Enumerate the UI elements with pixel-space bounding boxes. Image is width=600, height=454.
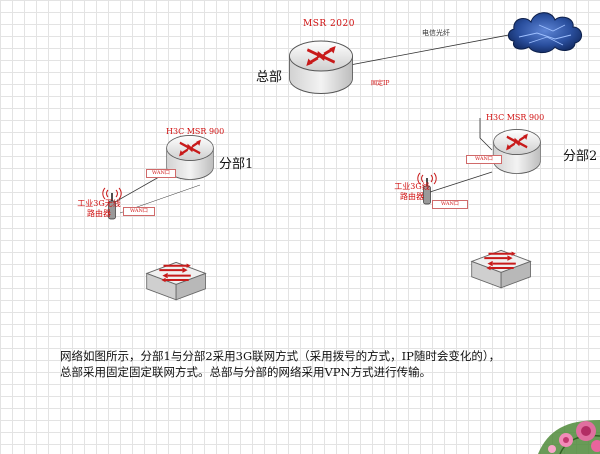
branch1-3g-router-label: 工业3G无线路由器 bbox=[77, 199, 121, 218]
fixed-ip-label: 固定IP bbox=[371, 80, 390, 87]
branch2-router-model: H3C MSR 900 bbox=[486, 113, 545, 122]
flower-icon bbox=[538, 420, 600, 454]
switch-icon bbox=[145, 261, 207, 301]
wan-port-label: WAN口 bbox=[432, 200, 468, 209]
branch1-router-model: H3C MSR 900 bbox=[166, 127, 225, 136]
router-icon bbox=[492, 128, 542, 175]
headquarters-label: 总部 bbox=[256, 70, 283, 85]
switch-icon bbox=[470, 249, 532, 289]
branch2-3g-router-label: 工业3G线路由器 bbox=[394, 182, 430, 201]
diagram-caption: 网络如图所示，分部1与分部2采用3G联网方式（采用拨号的方式，IP随时会变化的）… bbox=[60, 349, 501, 379]
router-icon bbox=[288, 39, 354, 95]
hq-router-model: MSR 2020 bbox=[303, 19, 355, 29]
branch2-label: 分部2 bbox=[563, 149, 598, 164]
wan-port-label: WAN口 bbox=[466, 155, 502, 164]
wan-port-label: WAN口 bbox=[146, 169, 176, 178]
fiber-label: 电信光纤 bbox=[422, 29, 450, 37]
branch2-link bbox=[429, 171, 493, 193]
cloud-icon bbox=[507, 12, 582, 54]
msr-pointer bbox=[479, 118, 493, 151]
wan-port-label: WAN口 bbox=[123, 207, 155, 216]
fiber-link bbox=[349, 29, 536, 66]
branch1-label: 分部1 bbox=[219, 157, 254, 172]
